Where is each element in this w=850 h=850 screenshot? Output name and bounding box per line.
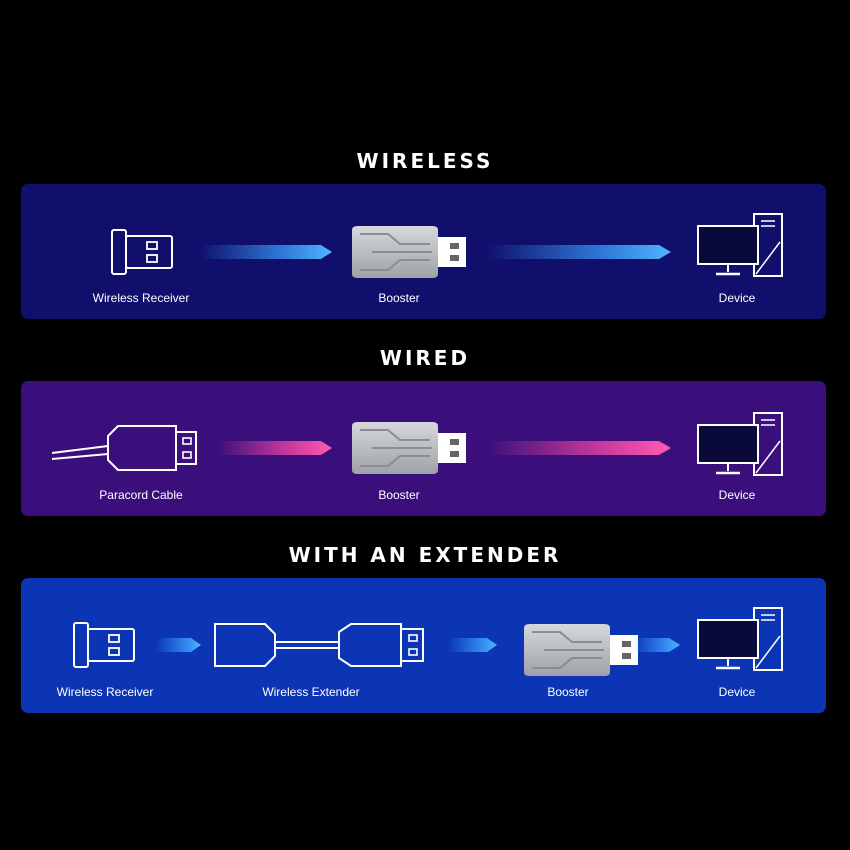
wired-panel: Paracord Cable Booster Device <box>21 381 826 516</box>
extender-panel: Wireless Receiver Wireless Extender Boos… <box>21 578 826 713</box>
signal-arrow-icon <box>486 441 671 455</box>
paracord-cable-label: Paracord Cable <box>99 488 183 502</box>
signal-arrow-icon <box>199 245 332 259</box>
wireless-receiver-label: Wireless Receiver <box>92 291 190 305</box>
usb-receiver-icon <box>111 229 173 275</box>
pc-monitor-tower-icon <box>696 212 784 278</box>
booster-label: Booster <box>378 488 420 502</box>
device-label: Device <box>718 488 756 502</box>
wireless-heading: WIRELESS <box>356 149 494 173</box>
wireless-extender-label: Wireless Extender <box>262 685 360 699</box>
booster-dongle-icon <box>351 225 467 279</box>
wired-heading: WIRED <box>379 346 471 370</box>
usb-receiver-icon <box>73 622 135 668</box>
wireless-receiver-label: Wireless Receiver <box>56 685 154 699</box>
signal-arrow-icon <box>217 441 332 455</box>
signal-arrow-icon <box>448 638 497 652</box>
device-label: Device <box>718 291 756 305</box>
pc-monitor-tower-icon <box>696 411 784 477</box>
signal-arrow-icon <box>633 638 680 652</box>
booster-dongle-icon <box>523 623 639 677</box>
wireless-extender-icon <box>214 623 424 667</box>
wireless-panel: Wireless Receiver Booster Device <box>21 184 826 319</box>
booster-dongle-icon <box>351 421 467 475</box>
device-label: Device <box>718 685 756 699</box>
booster-label: Booster <box>378 291 420 305</box>
signal-arrow-icon <box>486 245 671 259</box>
extender-heading: WITH AN EXTENDER <box>288 543 562 567</box>
paracord-cable-icon <box>51 425 197 471</box>
pc-monitor-tower-icon <box>696 606 784 672</box>
booster-label: Booster <box>547 685 589 699</box>
signal-arrow-icon <box>156 638 201 652</box>
